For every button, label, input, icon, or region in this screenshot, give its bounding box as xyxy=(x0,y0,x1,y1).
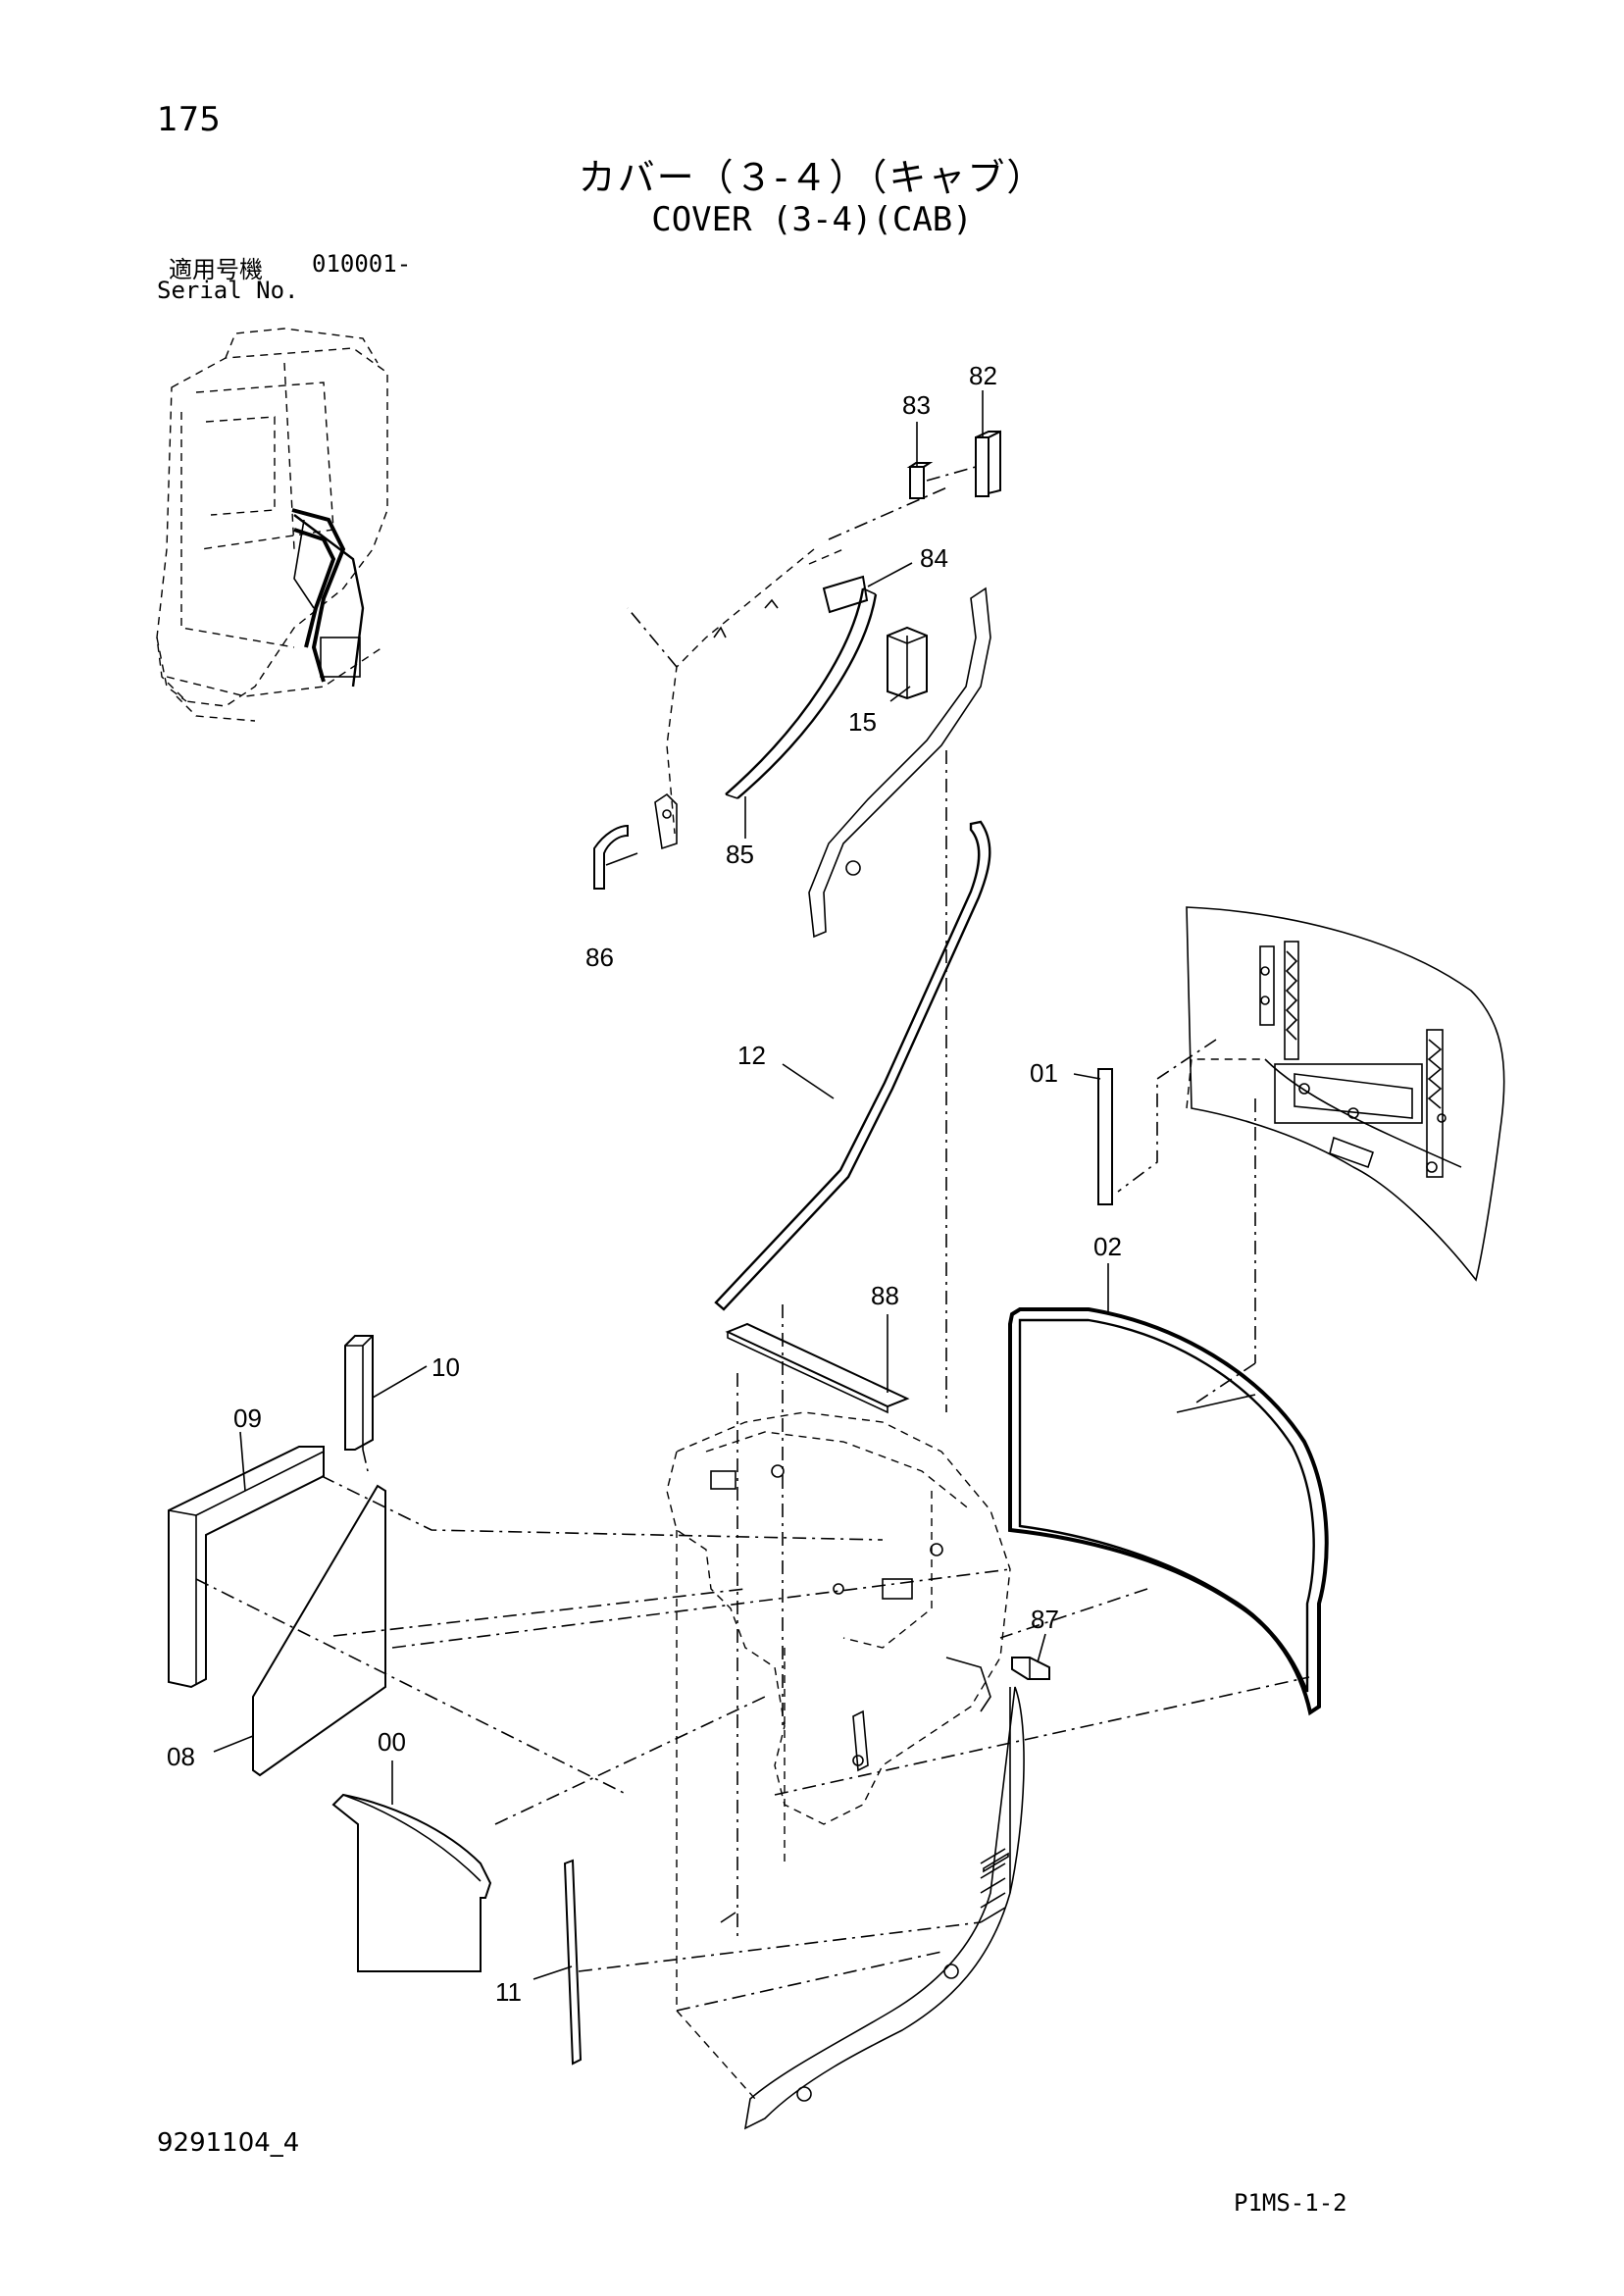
callout-83: 83 xyxy=(902,390,931,420)
part-15-block xyxy=(887,626,928,700)
callout-02: 02 xyxy=(1093,1232,1122,1261)
cab-rear-body xyxy=(666,1411,1025,2130)
callout-00: 00 xyxy=(378,1727,406,1757)
part-11-strip xyxy=(563,1859,583,2066)
upper-frame-bracket xyxy=(627,466,977,850)
assembly-lines xyxy=(195,750,1310,2012)
part-82-block xyxy=(975,430,1001,498)
part-10-block xyxy=(344,1335,374,1451)
part-86-seal xyxy=(593,824,629,890)
part-02-window xyxy=(1008,1307,1329,1716)
part-12-long-seal xyxy=(714,820,991,1311)
callout-86: 86 xyxy=(585,943,614,972)
callout-88: 88 xyxy=(871,1281,899,1310)
part-08-panel xyxy=(252,1484,386,1777)
callout-01: 01 xyxy=(1030,1058,1058,1088)
leader-lines xyxy=(213,390,1109,1980)
callout-11: 11 xyxy=(495,1977,522,2007)
upper-trim-panel xyxy=(808,587,991,939)
callout-12: 12 xyxy=(737,1041,766,1070)
part-84-strip xyxy=(822,575,869,614)
part-09-cushion xyxy=(168,1446,325,1689)
callout-87: 87 xyxy=(1031,1605,1059,1634)
drawing-number: 9291104_4 xyxy=(157,2128,300,2158)
callout-08: 08 xyxy=(167,1742,195,1771)
serial-label-japanese: 適用号機 xyxy=(169,256,263,283)
sheet-reference: P1MS-1-2 xyxy=(1234,2189,1347,2217)
part-87-clip xyxy=(1011,1657,1050,1680)
part-00-cover xyxy=(331,1793,492,1972)
part-88-plate xyxy=(725,1322,910,1414)
callout-labels: 82 83 84 15 85 86 12 01 02 88 10 09 87 0… xyxy=(167,361,1122,2007)
callout-09: 09 xyxy=(233,1403,262,1433)
callout-85: 85 xyxy=(726,840,754,869)
page-title-english: COVER (3-4)(CAB) xyxy=(651,200,973,239)
page-title-japanese: カバー（３-４）（キャブ） xyxy=(578,156,1046,199)
serial-label-english: Serial No. xyxy=(157,277,299,304)
part-85-seal xyxy=(725,587,878,799)
callout-82: 82 xyxy=(969,361,997,390)
callout-15: 15 xyxy=(848,707,877,737)
cab-door-panel xyxy=(1117,906,1505,1282)
callout-84: 84 xyxy=(920,543,948,573)
cab-overview-inset xyxy=(156,328,388,722)
callout-10: 10 xyxy=(431,1352,460,1382)
part-01-strip xyxy=(1097,1068,1113,1205)
hinge-assembly xyxy=(1259,941,1446,1178)
serial-value: 010001- xyxy=(312,250,412,278)
page-number: 175 xyxy=(157,100,221,139)
